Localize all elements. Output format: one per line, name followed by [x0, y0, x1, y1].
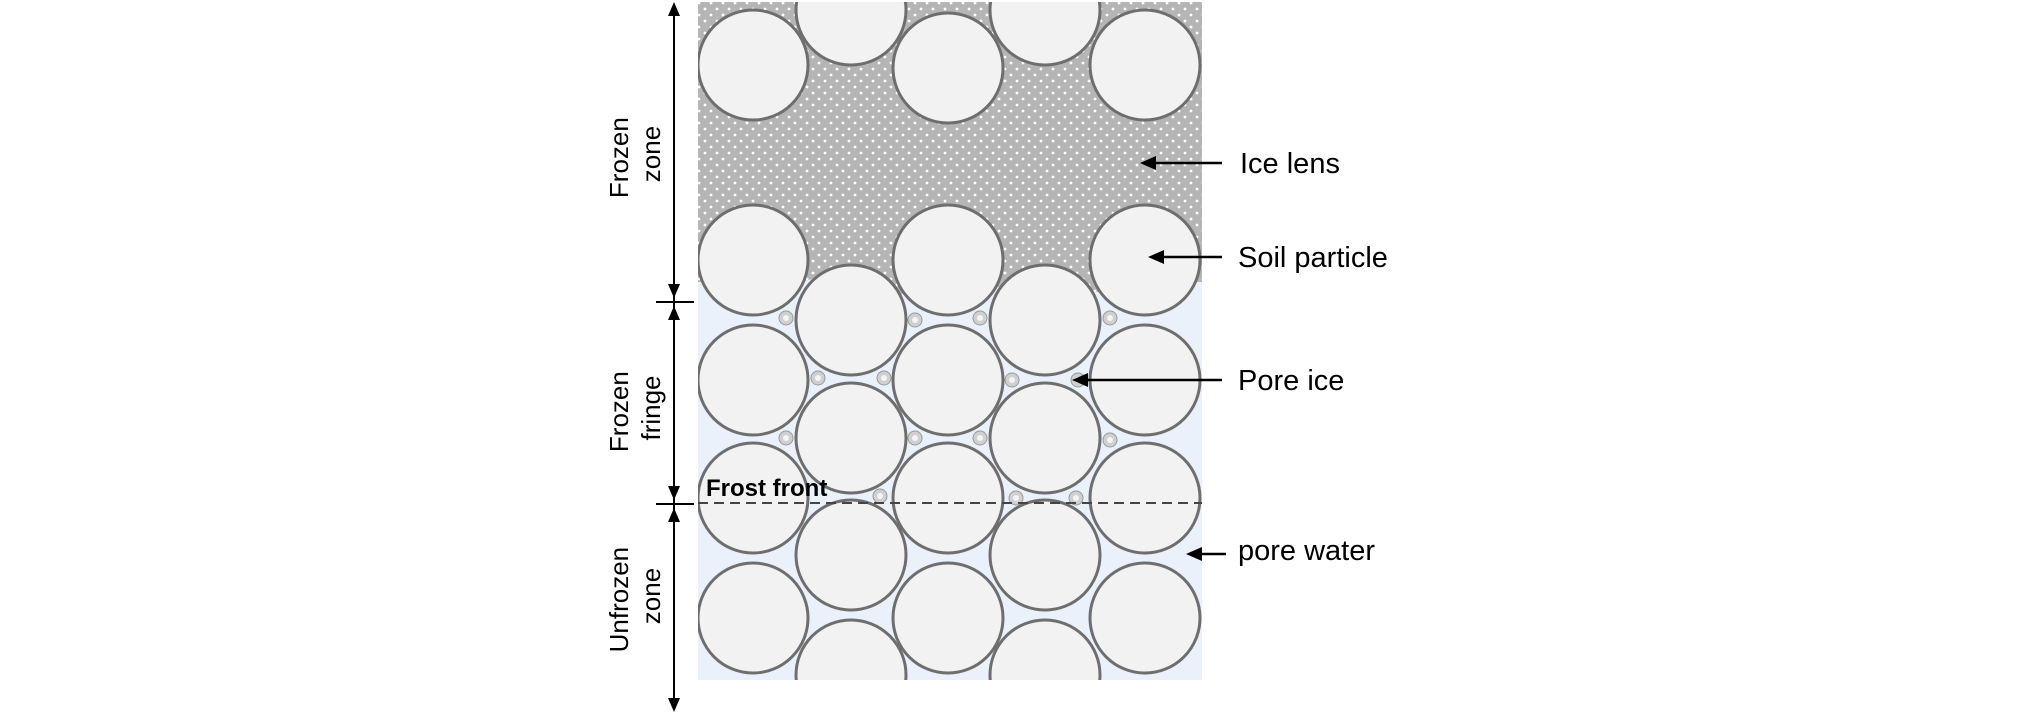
soil-particle: [988, 263, 1102, 377]
label-ice-lens: Ice lens: [1240, 148, 1340, 180]
pore-ice-crystal: [1008, 490, 1024, 506]
pore-ice-crystal: [972, 310, 988, 326]
soil-particle: [891, 323, 1005, 437]
soil-particle: [891, 11, 1005, 125]
label-pore-water: pore water: [1238, 535, 1375, 567]
pore-ice-crystal: [778, 430, 794, 446]
soil-particles: [698, 2, 1202, 680]
soil-particle: [794, 381, 908, 495]
zone-label-unfrozen: Unfrozen zone: [604, 540, 666, 653]
soil-particle: [1088, 561, 1202, 675]
soil-particle: [988, 498, 1102, 612]
pore-ice-crystal: [1102, 310, 1118, 326]
soil-particle: [1088, 8, 1202, 122]
pore-ice-crystal: [810, 370, 826, 386]
soil-particle: [698, 561, 810, 675]
pore-ice-crystal: [972, 430, 988, 446]
label-soil-particle: Soil particle: [1238, 242, 1388, 274]
pore-ice-crystal: [907, 430, 923, 446]
pore-ice-crystal: [872, 488, 888, 504]
soil-particle: [988, 618, 1102, 680]
frost-front-label: Frost front: [706, 475, 827, 502]
label-pore-ice: Pore ice: [1238, 365, 1344, 397]
ice-lens-dots: [698, 2, 1202, 300]
pore-ice-crystal: [907, 312, 923, 328]
soil-particle: [794, 263, 908, 377]
soil-particle: [1088, 203, 1202, 317]
soil-particle: [1088, 441, 1202, 555]
pore-ice-crystal: [1102, 432, 1118, 448]
soil-particle: [988, 2, 1102, 67]
zone-dimension-line: [656, 2, 694, 712]
soil-particle: [794, 498, 908, 612]
pore-ice-crystal: [1068, 490, 1084, 506]
soil-particle: [891, 561, 1005, 675]
soil-particle: [988, 381, 1102, 495]
pore-ice-crystals: [778, 310, 1118, 506]
pore-ice-crystal: [876, 370, 892, 386]
soil-particle: [698, 441, 810, 555]
soil-particle: [794, 2, 908, 67]
soil-particle: [891, 203, 1005, 317]
zone-label-frozen: Frozen zone: [604, 110, 666, 198]
soil-particle: [698, 8, 810, 122]
soil-particle: [794, 618, 908, 680]
soil-particle: [891, 441, 1005, 555]
soil-particle: [698, 203, 810, 317]
soil-particle: [698, 323, 810, 437]
zone-label-fringe: Frozen fringe: [604, 364, 666, 452]
pore-ice-crystal: [1004, 372, 1020, 388]
pore-ice-crystal: [778, 310, 794, 326]
callout-arrows: [1072, 156, 1226, 561]
